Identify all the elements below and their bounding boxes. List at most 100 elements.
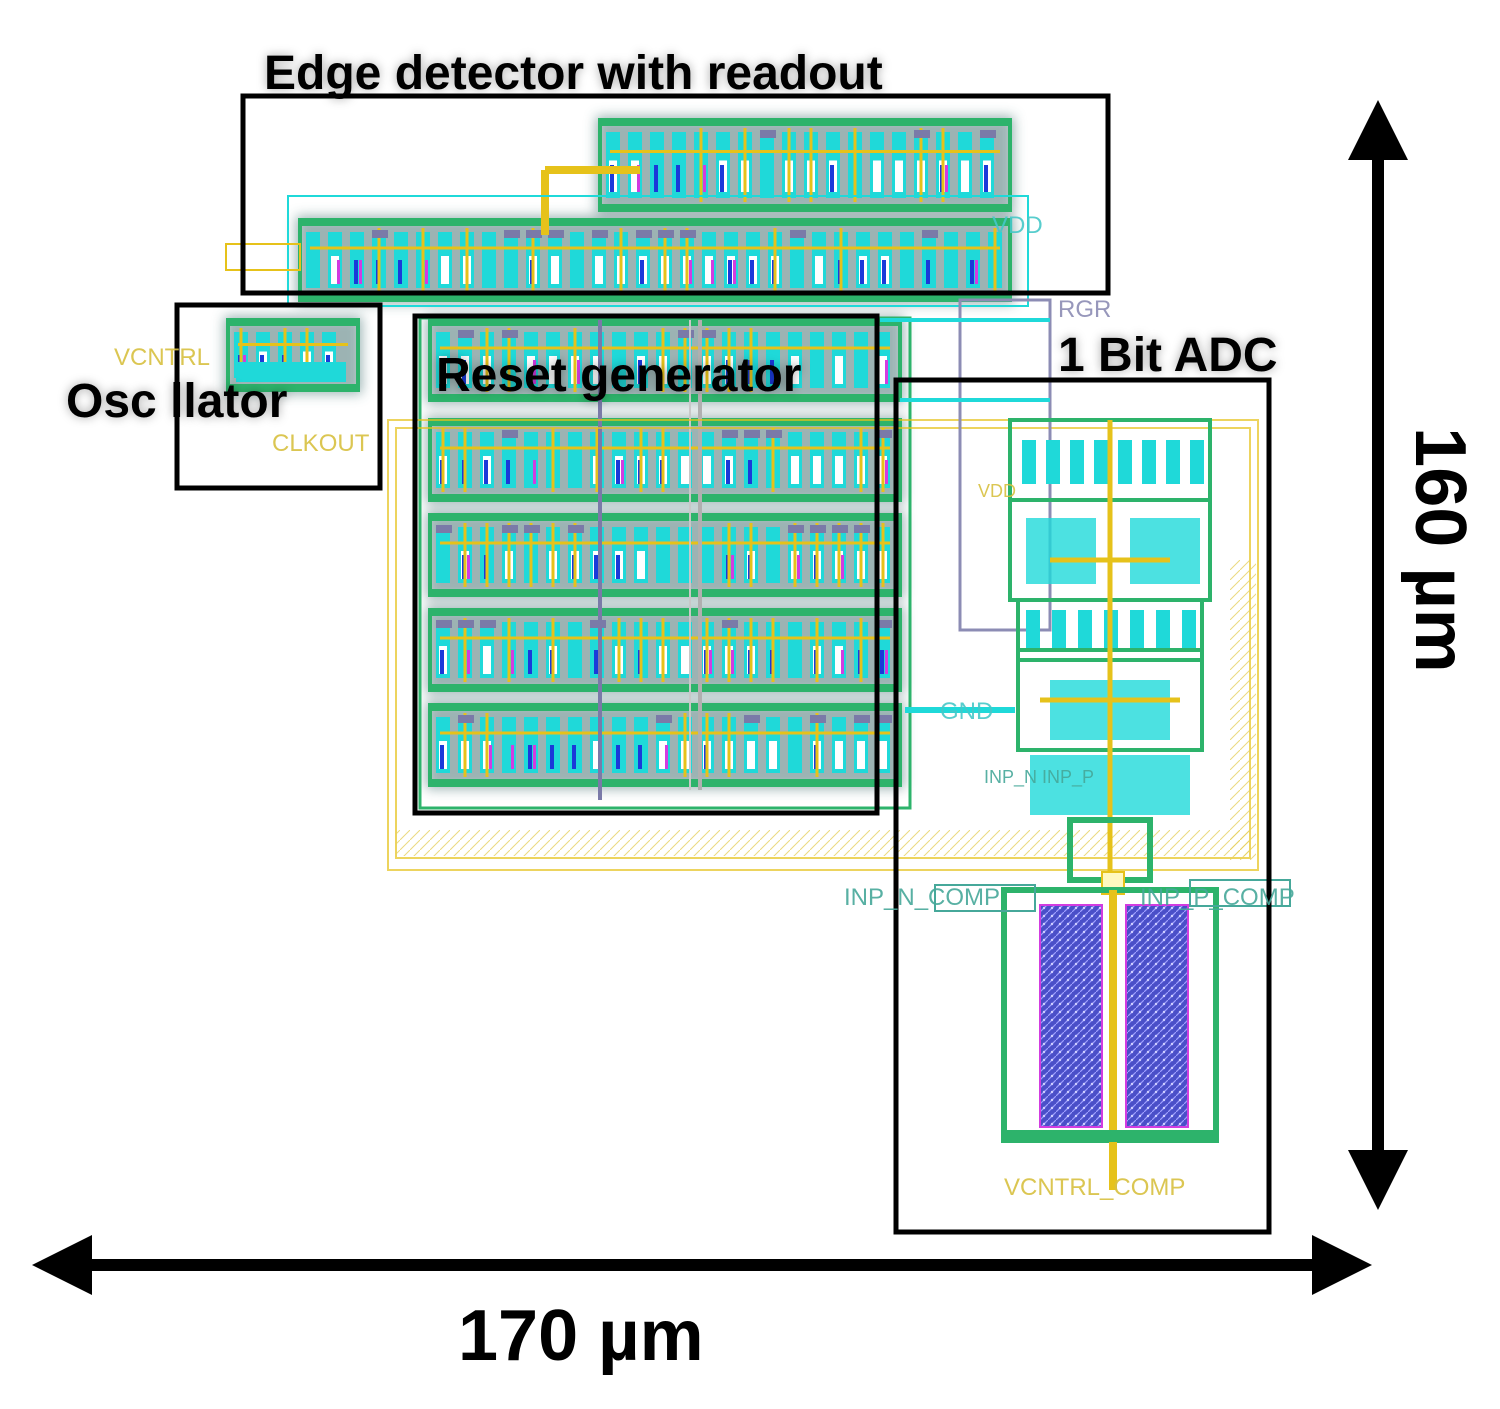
reset-row-1-rail-top: [430, 420, 900, 426]
reset-row-2-contact: [524, 525, 540, 533]
edge-row-bottom-m2: [359, 260, 362, 284]
adc-mid-fill: [1026, 518, 1096, 584]
reset-row-3-diff: [788, 622, 802, 678]
pin-vdd: VDD: [992, 212, 1043, 239]
edge-row-bottom-contact: [636, 230, 652, 238]
edge-row-bottom-via: [882, 260, 886, 284]
reset-row-4-contact: [744, 715, 760, 723]
cap-left: [1039, 904, 1103, 1128]
adc-top-diff: [1190, 440, 1204, 484]
reset-row-0-diff: [810, 332, 824, 388]
reset-row-3-m2: [731, 650, 734, 674]
adc-top-diff: [1046, 440, 1060, 484]
adc-top-diff: [1022, 440, 1036, 484]
pin-gnd: GND: [940, 698, 994, 725]
reset-row-0-rail-bottom: [430, 394, 900, 400]
reset-row-2-diff: [436, 527, 450, 583]
edge-row-bottom-contact: [504, 230, 520, 238]
pin-clkout: CLKOUT: [272, 430, 370, 457]
edge-row-top-m2: [637, 165, 640, 192]
adc-row3-diff: [1130, 610, 1144, 650]
reset-row-1-contact: [502, 430, 518, 438]
edge-row-bottom-m2: [425, 260, 428, 284]
reset-row-4-contact: [458, 715, 474, 723]
reset-row-4-diff: [788, 717, 802, 773]
edge-detector-box: [240, 93, 1111, 296]
adc-row3-diff: [1026, 610, 1040, 650]
reset-row-4-m2: [511, 745, 514, 769]
reset-row-3-m2: [841, 650, 844, 674]
reset-row-1-via: [484, 460, 488, 484]
edge-row-top-via: [720, 165, 724, 192]
edge-row-top-gap: [873, 160, 881, 192]
edge-row-bottom-contact: [592, 230, 608, 238]
edge-row-top-via: [676, 165, 680, 192]
reset-row-0-via: [462, 360, 466, 384]
reset-row-4-gap: [593, 741, 601, 769]
oscillator-box: [174, 302, 383, 491]
edge-row-bottom-gap: [331, 256, 339, 284]
reset-row-0-m2: [885, 360, 888, 384]
reset-row-1-contact: [876, 430, 892, 438]
pin-rgr: RGR: [1058, 296, 1112, 323]
reset-row-0-contact: [678, 330, 694, 338]
edge-guard: [287, 195, 1029, 307]
reset-row-2-contact: [832, 525, 848, 533]
reset-row-3-via: [440, 650, 444, 674]
adc-row3-diff: [1052, 610, 1066, 650]
pin-inp-p-comp: INP_P_COMP: [1140, 884, 1295, 911]
reset-row-3-diff: [568, 622, 582, 678]
reset-row-4-gap: [769, 741, 777, 769]
reset-row-2-m2: [731, 555, 734, 579]
reset-row-2-gap: [637, 551, 645, 579]
edge-row-bottom-contact: [922, 230, 938, 238]
reset-row-3-m2: [511, 650, 514, 674]
reset-generator-box: [412, 313, 880, 816]
reset-row-4-m2: [665, 745, 668, 769]
edge-row-bottom-gap: [595, 256, 603, 284]
reset-row-2-contact: [568, 525, 584, 533]
reset-row-3-via: [880, 650, 884, 674]
reset-row-4-m2: [533, 745, 536, 769]
edge-row-bottom-via: [354, 260, 358, 284]
reset-row-0-contact: [700, 330, 716, 338]
osc-row-rail-top: [228, 320, 358, 326]
reset-row-4-gap: [857, 741, 865, 769]
edge-pin-box: [225, 243, 301, 271]
edge-row-bottom-m2: [337, 260, 340, 284]
reset-row-1-contact: [722, 430, 738, 438]
osc-fill: [236, 362, 346, 382]
reset-row-2-m2: [797, 555, 800, 579]
reset-row-0-m2: [533, 360, 536, 384]
edge-row-top-via: [610, 165, 614, 192]
edge-row-bottom-m2: [975, 260, 978, 284]
reset-row-4-contact: [810, 715, 826, 723]
reset-row-0-gap: [879, 356, 887, 384]
reset-row-1-via: [616, 460, 620, 484]
edge-row-bottom-diff: [504, 232, 518, 288]
reset-row-1-contact: [766, 430, 782, 438]
edge-row-top-gap: [895, 160, 903, 192]
reset-row-2-rail-top: [430, 515, 900, 521]
reset-row-4-via: [572, 745, 576, 769]
edge-row-bottom-gap: [441, 256, 449, 284]
reset-row-1-gap: [835, 456, 843, 484]
reset-row-4-contact: [656, 715, 672, 723]
reset-row-2-contact: [436, 525, 452, 533]
reset-row-2-diff: [678, 527, 692, 583]
cap-pin-box: [934, 884, 1036, 912]
pin-vcntrl-comp: VCNTRL_COMP: [1004, 1174, 1186, 1201]
reset-row-1-contact: [744, 430, 760, 438]
edge-row-top-rail-bottom: [600, 204, 1010, 210]
reset-row-3-contact: [876, 620, 892, 628]
edge-row-bottom-diff: [482, 232, 496, 288]
reset-row-2-diff: [656, 527, 670, 583]
reset-row-3-rail-top: [430, 610, 900, 616]
reset-row-2-m2: [467, 555, 470, 579]
edge-row-bottom-diff: [944, 232, 958, 288]
reset-row-0-via: [440, 360, 444, 384]
reset-row-0-diff: [612, 332, 626, 388]
reset-row-4-via: [616, 745, 620, 769]
edge-row-bottom-diff: [570, 232, 584, 288]
